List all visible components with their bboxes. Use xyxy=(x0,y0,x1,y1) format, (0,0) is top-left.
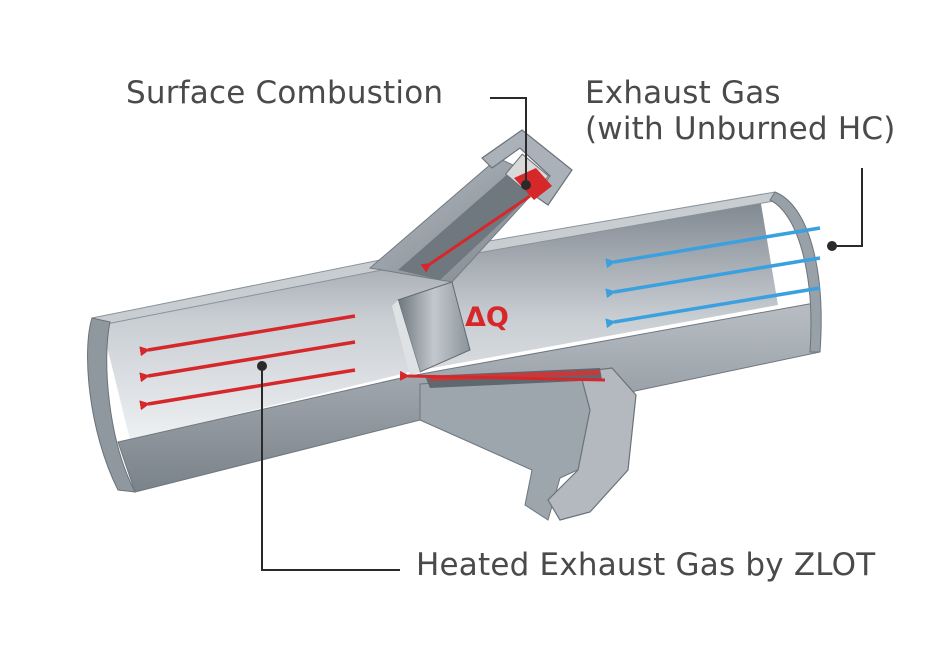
lower-return-arrow xyxy=(399,370,606,382)
pipe-left-opening xyxy=(87,317,136,493)
heated-exhaust-arrows xyxy=(139,314,356,411)
leader-exhaust-dot xyxy=(827,241,837,251)
exhaust-gas-label-line2: (with Unburned HC) xyxy=(585,110,896,147)
heated-arrow-1 xyxy=(139,314,356,357)
leader-heated-dot xyxy=(257,361,267,371)
pipe-right-opening xyxy=(769,191,822,353)
lower-bell-rim xyxy=(547,367,637,521)
leader-heated-gas xyxy=(261,366,400,571)
upper-branch-inner xyxy=(398,172,538,280)
upper-branch xyxy=(368,129,573,283)
exhaust-gas-label-line1: Exhaust Gas xyxy=(585,75,781,111)
leader-lines xyxy=(257,97,863,571)
incoming-arrow-1 xyxy=(605,226,821,269)
leader-exhaust-gas xyxy=(832,168,863,247)
exhaust-gas-label: Exhaust Gas (with Unburned HC) xyxy=(585,75,896,147)
leader-surface-combustion xyxy=(490,97,527,185)
incoming-exhaust-arrows xyxy=(605,226,821,329)
cone-face xyxy=(392,300,420,376)
delta-q-label: ΔQ xyxy=(465,302,509,333)
surface-combustion-label: Surface Combustion xyxy=(126,75,444,111)
internal-flow-arrows xyxy=(399,194,606,382)
combustion-hot-zone xyxy=(514,168,552,200)
lower-branch xyxy=(419,367,637,521)
heated-arrow-3 xyxy=(139,368,356,411)
leader-surface-dot xyxy=(521,180,531,190)
heated-exhaust-gas-label: Heated Exhaust Gas by ZLOT xyxy=(416,547,876,583)
branch-down-arrow xyxy=(420,194,531,273)
incoming-arrow-2 xyxy=(605,256,821,299)
heated-arrow-2 xyxy=(139,340,356,383)
center-cone xyxy=(392,281,471,376)
incoming-arrow-3 xyxy=(605,286,821,329)
